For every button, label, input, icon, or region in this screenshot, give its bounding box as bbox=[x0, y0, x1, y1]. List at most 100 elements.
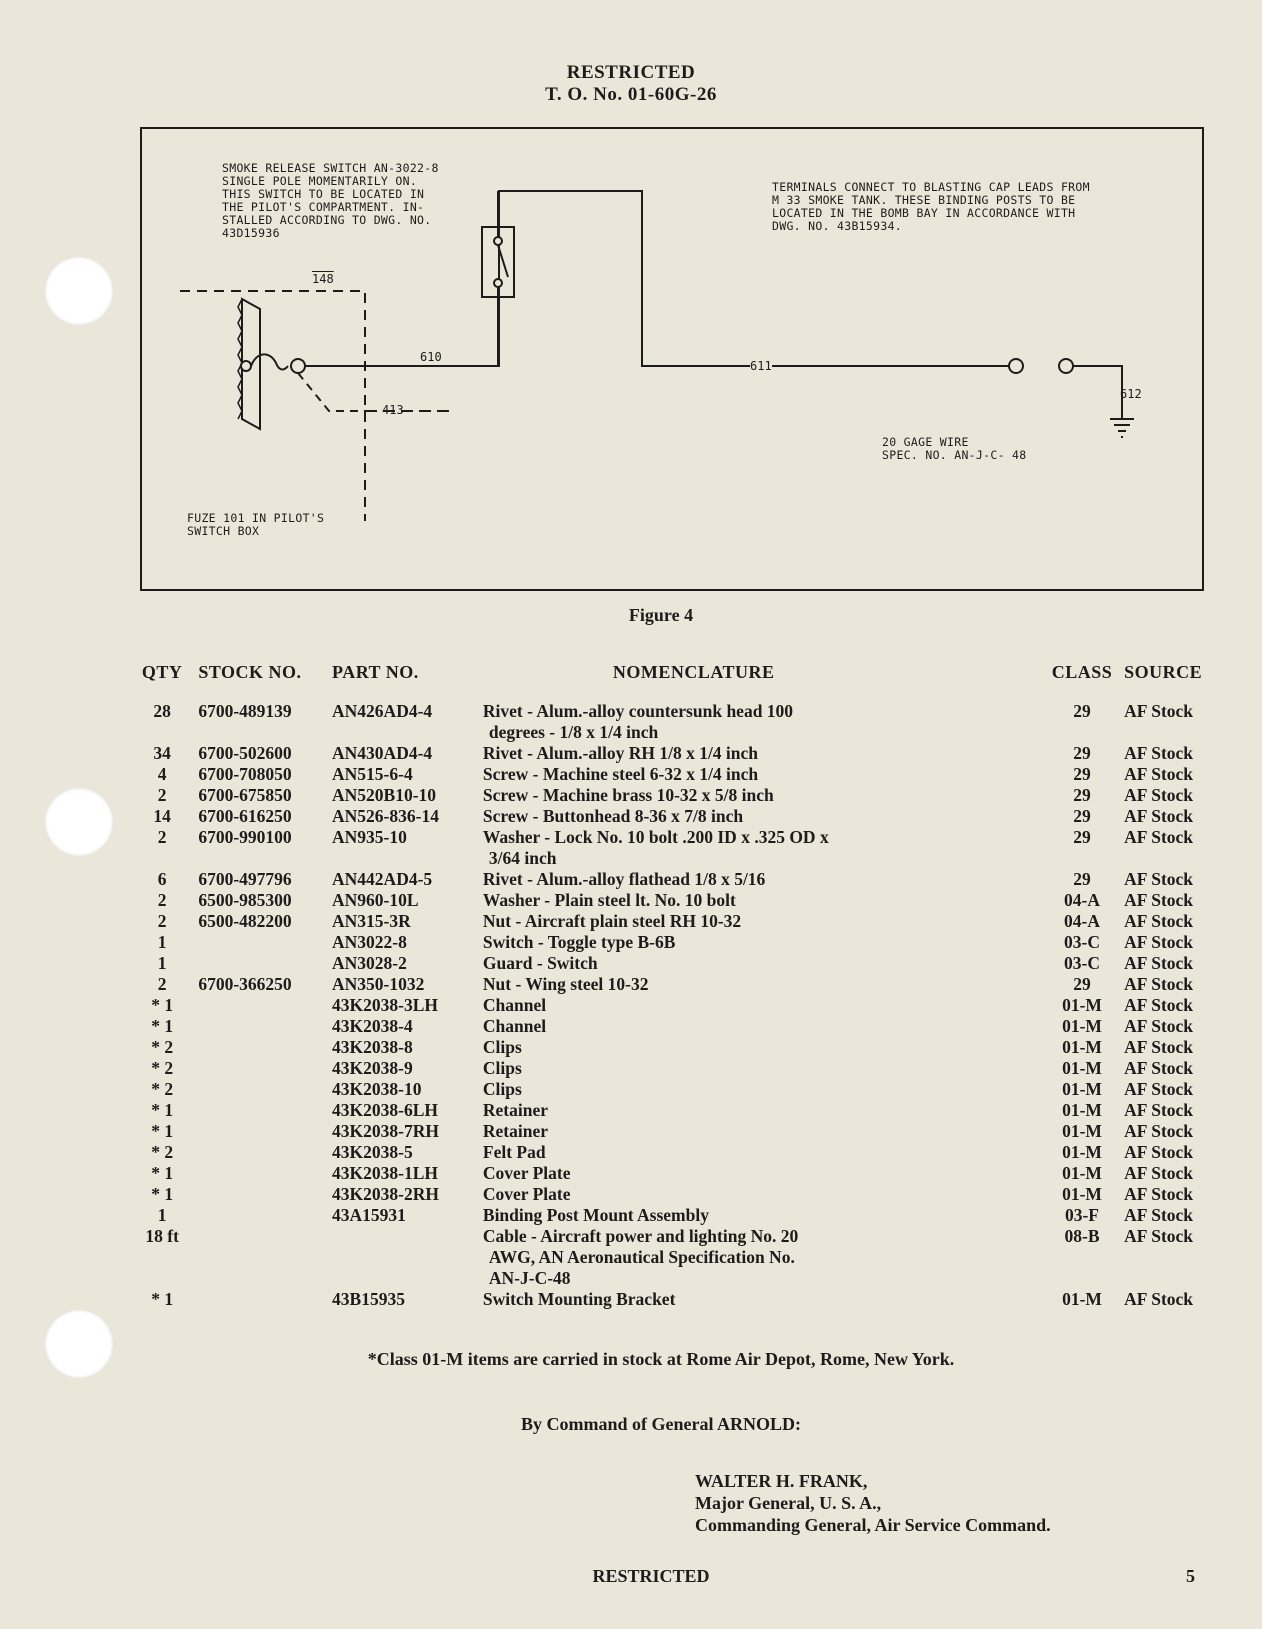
cell-nomenclature: Cover Plate bbox=[483, 1184, 1040, 1205]
cell-nomenclature: Rivet - Alum.-alloy flathead 1/8 x 5/16 bbox=[483, 869, 1040, 890]
cell-nomenclature: Nut - Aircraft plain steel RH 10-32 bbox=[483, 911, 1040, 932]
cell-stock-no bbox=[194, 1037, 332, 1058]
nomenclature-line: Screw - Buttonhead 8-36 x 7/8 inch bbox=[482, 806, 744, 826]
cell-class: 29 bbox=[1073, 743, 1091, 763]
nomenclature-line: Rivet - Alum.-alloy flathead 1/8 x 5/16 bbox=[482, 869, 766, 889]
cell-class: 04-A bbox=[1064, 890, 1100, 910]
cell-nomenclature: Clips bbox=[483, 1079, 1040, 1100]
cell-class: 29 bbox=[1073, 785, 1091, 805]
cell-stock-no: 6700-366250 bbox=[198, 974, 292, 994]
cell-qty: 2 bbox=[157, 890, 167, 910]
col-stock-no: STOCK NO. bbox=[198, 662, 302, 682]
binding-post-right bbox=[1058, 358, 1074, 374]
cell-stock-no: 6700-616250 bbox=[198, 806, 292, 826]
nomenclature-line: Switch - Toggle type B-6B bbox=[482, 932, 676, 952]
cell-part-no: 43K2038-5 bbox=[332, 1142, 413, 1162]
nomenclature-line: Retainer bbox=[482, 1100, 549, 1120]
cell-qty: * 1 bbox=[151, 1100, 174, 1120]
wire-label-148: 148 bbox=[312, 272, 334, 286]
cell-qty: * 1 bbox=[151, 1184, 174, 1204]
cell-source: AF Stock bbox=[1124, 785, 1194, 805]
nomenclature-line: Screw - Machine brass 10-32 x 5/8 inch bbox=[482, 785, 774, 805]
nomenclature-line: Rivet - Alum.-alloy countersunk head 100 bbox=[482, 701, 794, 721]
cell-class: 29 bbox=[1073, 827, 1091, 847]
cell-stock-no: 6700-497796 bbox=[198, 869, 292, 889]
cell-part-no: AN935-10 bbox=[332, 827, 407, 847]
nomenclature-line: Rivet - Alum.-alloy RH 1/8 x 1/4 inch bbox=[482, 743, 759, 763]
cell-nomenclature: Channel bbox=[483, 995, 1040, 1016]
cell-part-no: 43K2038-2RH bbox=[332, 1184, 439, 1204]
terminal-post bbox=[290, 358, 306, 374]
cell-class: 08-B bbox=[1064, 1226, 1100, 1246]
header-to-number: T. O. No. 01-60G-26 bbox=[545, 84, 717, 105]
cell-source: AF Stock bbox=[1124, 995, 1194, 1015]
cell-part-no: AN526-836-14 bbox=[332, 806, 439, 826]
cell-class: 04-A bbox=[1064, 911, 1100, 931]
cell-stock-no bbox=[194, 1205, 332, 1226]
cell-class: 01-M bbox=[1062, 1100, 1102, 1120]
nomenclature-line: Nut - Aircraft plain steel RH 10-32 bbox=[482, 911, 742, 931]
cell-part-no: 43K2038-10 bbox=[332, 1079, 422, 1099]
terminals-note: TERMINALS CONNECT TO BLASTING CAP LEADS … bbox=[772, 180, 1090, 233]
cell-class: 01-M bbox=[1062, 1289, 1102, 1309]
page-number: 5 bbox=[1186, 1566, 1195, 1586]
cell-nomenclature: Felt Pad bbox=[483, 1142, 1040, 1163]
cell-part-no: AN520B10-10 bbox=[332, 785, 437, 805]
cell-source: AF Stock bbox=[1124, 827, 1194, 847]
figure-caption: Figure 4 bbox=[628, 605, 694, 625]
cell-nomenclature: Binding Post Mount Assembly bbox=[483, 1205, 1040, 1226]
cell-qty: 2 bbox=[157, 827, 167, 847]
col-qty: QTY bbox=[141, 662, 183, 682]
signature-rank: Major General, U. S. A., bbox=[695, 1493, 882, 1513]
footer-classification: RESTRICTED bbox=[592, 1566, 710, 1586]
cell-qty: * 1 bbox=[151, 995, 174, 1015]
cell-source: AF Stock bbox=[1124, 1100, 1194, 1120]
wire-612 bbox=[1073, 365, 1123, 419]
header-classification: RESTRICTED bbox=[566, 62, 696, 83]
nomenclature-line: Felt Pad bbox=[482, 1142, 546, 1162]
cell-qty: 2 bbox=[157, 911, 167, 931]
cell-qty: 2 bbox=[157, 785, 167, 805]
cell-nomenclature: Retainer bbox=[483, 1100, 1040, 1121]
cell-class: 29 bbox=[1073, 869, 1091, 889]
nomenclature-line: Screw - Machine steel 6-32 x 1/4 inch bbox=[482, 764, 759, 784]
cell-part-no bbox=[332, 1226, 483, 1289]
cell-part-no: 43A15931 bbox=[332, 1205, 406, 1225]
cell-class: 01-M bbox=[1062, 1058, 1102, 1078]
fuze-terminal bbox=[240, 360, 252, 372]
cell-source: AF Stock bbox=[1124, 1184, 1194, 1204]
cell-stock-no bbox=[194, 953, 332, 974]
cell-qty: * 2 bbox=[151, 1142, 174, 1162]
nomenclature-line: Retainer bbox=[482, 1121, 549, 1141]
cell-source: AF Stock bbox=[1124, 911, 1194, 931]
signature-block: WALTER H. FRANK, Major General, U. S. A.… bbox=[695, 1470, 1051, 1536]
signature-title: Commanding General, Air Service Command. bbox=[695, 1515, 1051, 1535]
cell-source: AF Stock bbox=[1124, 1121, 1194, 1141]
cell-source: AF Stock bbox=[1124, 1058, 1194, 1078]
cell-part-no: AN960-10L bbox=[332, 890, 419, 910]
nomenclature-line: Clips bbox=[482, 1058, 522, 1078]
cell-nomenclature: Nut - Wing steel 10-32 bbox=[483, 974, 1040, 995]
nomenclature-line: Cover Plate bbox=[482, 1184, 571, 1204]
table-header-row: QTY STOCK NO. PART NO. NOMENCLATURE CLAS… bbox=[130, 662, 1220, 701]
switch-note: SMOKE RELEASE SWITCH AN-3022-8 SINGLE PO… bbox=[222, 161, 439, 240]
cell-stock-no: 6700-489139 bbox=[198, 701, 292, 721]
nomenclature-line: Clips bbox=[482, 1079, 522, 1099]
cell-qty: 4 bbox=[157, 764, 167, 784]
cell-nomenclature: Rivet - Alum.-alloy countersunk head 100… bbox=[483, 701, 1040, 743]
cell-source: AF Stock bbox=[1124, 953, 1194, 973]
cell-class: 01-M bbox=[1062, 1016, 1102, 1036]
cell-part-no: 43K2038-4 bbox=[332, 1016, 413, 1036]
wire-label-413: 413 bbox=[382, 403, 404, 417]
nomenclature-line: Clips bbox=[482, 1037, 522, 1057]
wire-413-dashed bbox=[297, 372, 365, 412]
cell-qty: * 2 bbox=[151, 1037, 174, 1057]
